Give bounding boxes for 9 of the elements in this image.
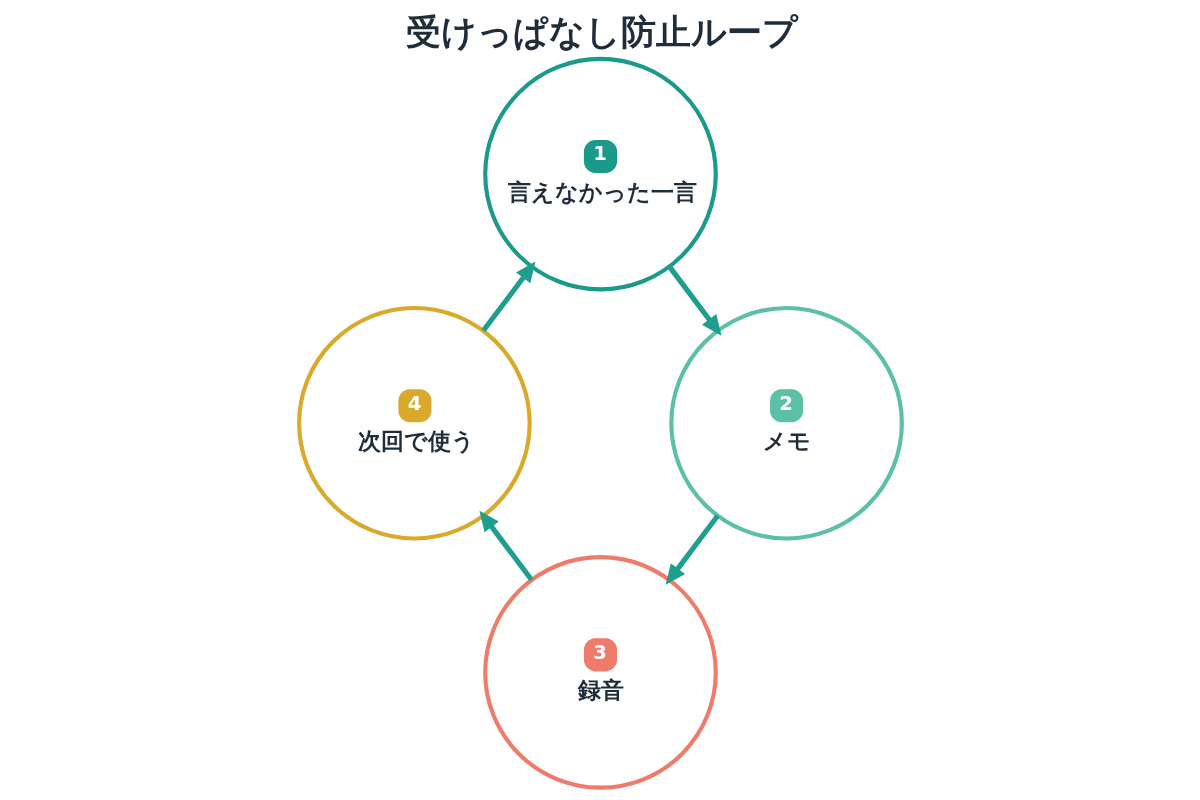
arrow [666, 265, 721, 336]
arrow [480, 261, 535, 333]
node-circle: 3 録音 [482, 555, 718, 790]
node-circle: 2 メモ [668, 305, 904, 541]
arrow [478, 510, 534, 582]
diagram-title: 受けっぱなし防止ループ [405, 10, 798, 52]
arrow [665, 514, 720, 585]
node-circle: 1 言えなかった一言 [482, 56, 718, 292]
node-circle: 4 次回で使う [296, 305, 532, 541]
